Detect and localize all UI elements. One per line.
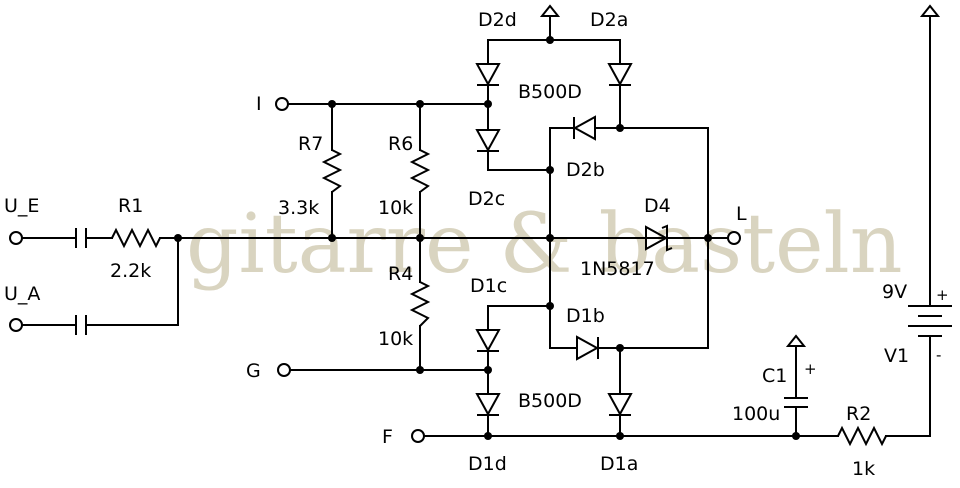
label-i: I [256, 93, 262, 115]
label-bridge-top: B500D [518, 81, 582, 103]
terminal-u-e [9, 231, 23, 245]
resistor-r6 [409, 149, 431, 193]
label-r2-name: R2 [846, 403, 871, 425]
coupling-capacitor-ue [75, 228, 87, 248]
label-d2d: D2d [478, 9, 517, 31]
label-d1c: D1c [470, 275, 507, 297]
label-c1-plus: + [804, 360, 817, 378]
diode-d1d [475, 393, 501, 417]
label-r4-name: R4 [388, 263, 413, 285]
terminal-u-a [9, 318, 23, 332]
resistor-r7 [321, 149, 343, 193]
label-d4: D4 [644, 195, 671, 217]
label-battery-voltage: 9V [882, 281, 907, 303]
terminal-i [275, 97, 289, 111]
label-r2-value: 1k [852, 458, 875, 480]
label-battery-minus: - [936, 346, 941, 364]
label-r4-value: 10k [378, 328, 413, 350]
label-u-a: U_A [4, 283, 40, 305]
wires [21, 15, 931, 437]
terminal-l [727, 231, 741, 245]
resistor-r2 [837, 425, 887, 447]
label-d2c: D2c [468, 188, 505, 210]
label-battery-plus: + [936, 286, 949, 304]
diode-d1a [607, 393, 633, 417]
diode-d2d [475, 63, 501, 87]
label-d1b: D1b [566, 305, 605, 327]
label-c1-value: 100u [732, 403, 780, 425]
terminal-f [411, 429, 425, 443]
diode-d2a [607, 63, 633, 87]
label-f: F [382, 426, 393, 448]
supply-arrow-battery [919, 4, 941, 17]
label-d1a: D1a [600, 453, 638, 475]
label-battery-name: V1 [884, 345, 909, 367]
label-d2b: D2b [566, 159, 605, 181]
supply-arrow-top [539, 4, 561, 17]
label-r6-value: 10k [378, 197, 413, 219]
diode-d1b [576, 335, 600, 361]
label-c1-name: C1 [762, 365, 787, 387]
label-r1-value: 2.2k [110, 260, 151, 282]
supply-arrow-capacitor [785, 334, 807, 347]
capacitor-c1 [784, 397, 808, 408]
diode-d4-schottky [645, 224, 673, 252]
label-d1d: D1d [468, 453, 507, 475]
label-bridge-bottom: B500D [518, 390, 582, 412]
resistor-r1 [111, 227, 161, 249]
label-schottky: 1N5817 [580, 258, 655, 280]
battery-v1 [908, 305, 952, 337]
label-r1-name: R1 [118, 195, 143, 217]
resistor-r4 [409, 281, 431, 327]
label-g: G [246, 360, 261, 382]
junction-dots [174, 36, 800, 440]
diode-d2c [475, 129, 501, 153]
label-l: L [736, 203, 747, 225]
terminal-g [277, 363, 291, 377]
label-d2a: D2a [590, 9, 628, 31]
watermark-text: gitarre & basteln [186, 197, 903, 292]
label-r6-name: R6 [388, 133, 413, 155]
label-r7-name: R7 [298, 133, 323, 155]
coupling-capacitor-ua [75, 315, 87, 335]
label-u-e: U_E [4, 195, 39, 217]
label-r7-value: 3.3k [278, 197, 319, 219]
diode-d1c [475, 329, 501, 353]
diode-d2b [572, 115, 596, 141]
